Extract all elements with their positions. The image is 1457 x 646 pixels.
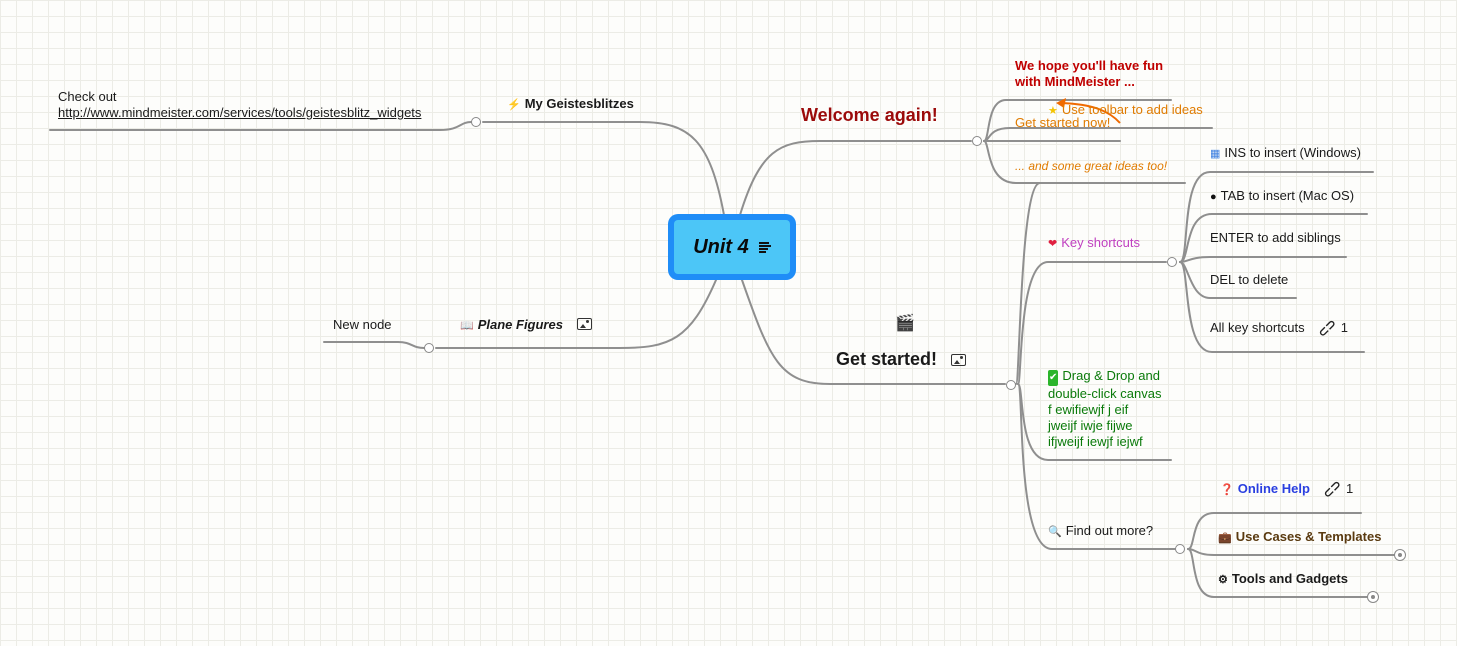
central-topic-title: Unit 4 <box>693 235 749 258</box>
topic-label: Tools and Gadgets <box>1231 571 1348 586</box>
topic-label-line-2: with MindMeister ... <box>1015 74 1135 89</box>
link-icon[interactable]: ⊂⊃1 <box>1314 315 1348 341</box>
topic-great-ideas[interactable]: ... and some great ideas too! <box>1015 158 1167 174</box>
book-icon: 📖 <box>460 320 474 332</box>
briefcase-icon: 💼 <box>1218 532 1232 544</box>
topic-key-shortcuts[interactable]: ❤Key shortcuts <box>1048 235 1140 252</box>
topic-get-started[interactable]: Get started! <box>836 348 967 370</box>
expand-toggle-use-cases[interactable] <box>1394 549 1406 561</box>
link-count: 1 <box>1340 320 1348 335</box>
link-icon[interactable]: ⊂⊃1 <box>1319 476 1354 502</box>
image-icon[interactable] <box>951 354 967 366</box>
star-icon: ★ <box>1048 105 1058 117</box>
topic-check-out[interactable]: Check out http://www.mindmeister.com/ser… <box>58 89 421 121</box>
topic-label: DEL to delete <box>1210 272 1289 287</box>
topic-shortcut-tab[interactable]: ●TAB to insert (Mac OS) <box>1210 188 1354 205</box>
topic-tools-gadgets[interactable]: ⚙Tools and Gadgets <box>1218 571 1348 588</box>
image-icon[interactable] <box>576 318 592 330</box>
topic-label: Use Cases & Templates <box>1235 529 1382 544</box>
apple-icon: ● <box>1210 191 1217 203</box>
topic-label: Find out more? <box>1065 523 1154 538</box>
topic-all-key-shortcuts[interactable]: All key shortcuts ⊂⊃1 <box>1210 315 1348 341</box>
topic-label-line-1: Drag & Drop and <box>1062 368 1160 383</box>
collapse-toggle-geistesblitzes[interactable] <box>471 117 481 127</box>
topic-shortcut-del[interactable]: DEL to delete <box>1210 272 1288 288</box>
topic-use-toolbar[interactable]: ★Use toolbar to add ideas <box>1048 102 1203 119</box>
topic-label: ENTER to add siblings <box>1210 230 1341 245</box>
collapse-toggle-find-out[interactable] <box>1175 544 1185 554</box>
collapse-toggle-plane-figures[interactable] <box>424 343 434 353</box>
windows-icon: ▦ <box>1210 148 1221 160</box>
topic-label-line-1: We hope you'll have fun <box>1015 58 1164 73</box>
checkbox-icon: ✔ <box>1048 370 1059 386</box>
geistesblitz-url-link[interactable]: http://www.mindmeister.com/services/tool… <box>58 105 422 120</box>
topic-label: All key shortcuts <box>1210 320 1305 335</box>
topic-my-geistesblitzes[interactable]: ⚡My Geistesblitzes <box>507 96 634 113</box>
link-count: 1 <box>1346 481 1354 496</box>
notes-icon[interactable] <box>758 242 771 253</box>
collapse-toggle-get-started[interactable] <box>1006 380 1016 390</box>
clapper-icon: 🎬 <box>895 315 915 332</box>
topic-welcome-again[interactable]: Welcome again! <box>801 104 938 126</box>
topic-label: ... and some great ideas too! <box>1015 159 1168 173</box>
topic-label: Key shortcuts <box>1061 235 1140 250</box>
heart-icon: ❤ <box>1048 238 1058 250</box>
collapse-toggle-welcome[interactable] <box>972 136 982 146</box>
gear-icon: ⚙ <box>1218 574 1228 586</box>
topic-shortcut-ins[interactable]: ▦INS to insert (Windows) <box>1210 145 1361 162</box>
topic-label: Welcome again! <box>801 105 938 125</box>
topic-label: INS to insert (Windows) <box>1224 145 1361 160</box>
topic-shortcut-enter[interactable]: ENTER to add siblings <box>1210 230 1341 246</box>
topic-label: Check out <box>58 89 117 104</box>
topic-label-line-4: jweijf iwje fijwe <box>1048 418 1133 433</box>
topic-label: Plane Figures <box>477 317 563 332</box>
topic-use-cases[interactable]: 💼Use Cases & Templates <box>1218 529 1381 546</box>
topic-plane-figures[interactable]: 📖Plane Figures <box>460 317 592 334</box>
expand-toggle-tools[interactable] <box>1367 591 1379 603</box>
topic-get-started-now[interactable]: Get started now! <box>1015 115 1110 131</box>
collapse-toggle-key-shortcuts[interactable] <box>1167 257 1177 267</box>
topic-label: My Geistesblitzes <box>524 96 634 111</box>
topic-have-fun[interactable]: We hope you'll have fun with MindMeister… <box>1015 58 1163 90</box>
topic-find-out-more[interactable]: 🔍Find out more? <box>1048 523 1153 540</box>
lightning-icon: ⚡ <box>507 99 521 111</box>
topic-label: Use toolbar to add ideas <box>1061 102 1203 117</box>
magnifier-icon: 🔍 <box>1048 526 1062 538</box>
topic-drag-drop[interactable]: ✔Drag & Drop and double-click canvas f e… <box>1048 368 1178 450</box>
topic-online-help[interactable]: ❓Online Help ⊂⊃1 <box>1220 476 1354 502</box>
topic-label: Get started now! <box>1015 115 1111 130</box>
topic-label-line-2: double-click canvas <box>1048 386 1162 401</box>
question-icon: ❓ <box>1220 484 1234 496</box>
topic-label: TAB to insert (Mac OS) <box>1220 188 1355 203</box>
central-topic[interactable]: Unit 4 <box>668 214 796 280</box>
topic-label: Get started! <box>836 349 938 369</box>
topic-label-line-5: ifjweijf iewjf iejwf <box>1048 434 1143 449</box>
topic-new-node[interactable]: New node <box>333 317 392 333</box>
topic-label: New node <box>333 317 392 332</box>
topic-label-line-3: f ewifiewjf j eif <box>1048 402 1129 417</box>
topic-label: Online Help <box>1237 481 1310 496</box>
